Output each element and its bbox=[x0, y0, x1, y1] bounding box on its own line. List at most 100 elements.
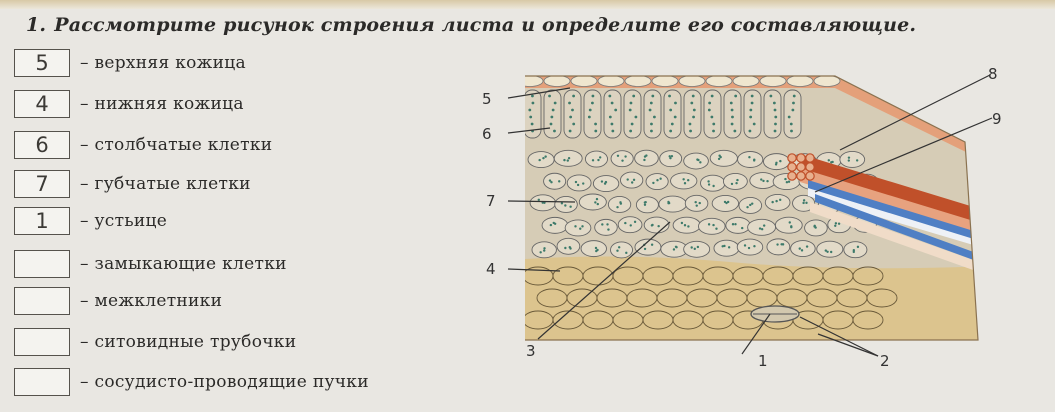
chloroplast bbox=[670, 122, 674, 126]
epidermis-cell bbox=[525, 76, 544, 87]
chloroplast bbox=[758, 227, 762, 230]
chloroplast bbox=[617, 246, 621, 249]
chloroplast bbox=[791, 108, 795, 112]
chloroplast bbox=[574, 180, 578, 184]
palisade-cell bbox=[683, 89, 702, 139]
spongy-cell bbox=[543, 172, 567, 190]
answer-box[interactable] bbox=[14, 368, 70, 396]
chloroplast bbox=[672, 248, 676, 251]
callout-5: 5 bbox=[482, 90, 492, 108]
chloroplast bbox=[715, 227, 718, 230]
callout-4: 4 bbox=[486, 260, 496, 278]
chloroplast bbox=[549, 223, 553, 227]
chloroplast bbox=[747, 246, 751, 250]
leaf-structure-figure: 1 2 3 4 5 6 7 8 9 bbox=[470, 62, 1030, 382]
chloroplast bbox=[553, 129, 556, 133]
chloroplast bbox=[528, 108, 532, 112]
chloroplast bbox=[852, 250, 855, 254]
answer-box[interactable]: 6 bbox=[14, 131, 70, 159]
chloroplast bbox=[680, 221, 684, 225]
chloroplast bbox=[643, 158, 646, 162]
chloroplast bbox=[537, 198, 540, 202]
chloroplast bbox=[717, 157, 721, 161]
chloroplast bbox=[629, 101, 633, 105]
chloroplast bbox=[558, 180, 561, 183]
spongy-cell bbox=[635, 196, 659, 214]
chloroplast bbox=[712, 184, 715, 188]
chloroplast bbox=[610, 101, 614, 105]
chloroplast bbox=[669, 108, 673, 112]
chloroplast bbox=[667, 201, 671, 205]
answer-box[interactable] bbox=[14, 250, 70, 278]
list-item: 7 – губчатые клетки bbox=[14, 169, 454, 199]
chloroplast bbox=[707, 183, 711, 186]
spongy-cell bbox=[580, 240, 607, 258]
answer-box[interactable]: 7 bbox=[14, 170, 70, 198]
chloroplast bbox=[543, 247, 546, 250]
spongy-cell bbox=[698, 217, 726, 235]
palisade-cell bbox=[763, 89, 782, 139]
chloroplast bbox=[687, 225, 690, 228]
chloroplast bbox=[619, 201, 622, 204]
chloroplast bbox=[582, 182, 585, 185]
answer-box[interactable]: 1 bbox=[14, 207, 70, 235]
xylem-ring bbox=[796, 153, 806, 163]
answer-box[interactable] bbox=[14, 328, 70, 356]
list-item: 1 – устьице bbox=[14, 206, 454, 236]
chloroplast bbox=[692, 115, 695, 119]
spongy-cell bbox=[643, 216, 670, 234]
answer-box[interactable] bbox=[14, 287, 70, 315]
chloroplast bbox=[630, 181, 634, 184]
epidermis-cell bbox=[786, 76, 814, 87]
chloroplast bbox=[721, 245, 724, 248]
chloroplast bbox=[694, 200, 697, 204]
chloroplast bbox=[568, 101, 571, 105]
chloroplast bbox=[598, 156, 602, 159]
spongy-cell bbox=[607, 196, 632, 213]
chloroplast bbox=[802, 199, 806, 202]
chloroplast bbox=[827, 159, 830, 162]
epidermis-cell bbox=[678, 76, 706, 87]
callout-3: 3 bbox=[526, 342, 536, 360]
epidermis-cell bbox=[732, 76, 760, 87]
chloroplast bbox=[591, 159, 595, 162]
spongy-cell bbox=[566, 174, 592, 192]
chloroplast bbox=[749, 115, 753, 119]
cell-layers bbox=[525, 76, 898, 330]
chloroplast bbox=[543, 201, 546, 205]
callout-6: 6 bbox=[482, 125, 492, 143]
chloroplast bbox=[682, 178, 685, 181]
leaf-cross-section-diagram: 1 2 3 4 5 6 7 8 9 bbox=[482, 65, 1002, 370]
answer-box[interactable]: 5 bbox=[14, 49, 70, 77]
chloroplast bbox=[563, 158, 566, 162]
palisade-cell bbox=[603, 89, 622, 139]
chloroplast bbox=[725, 201, 728, 205]
chloroplast bbox=[544, 155, 547, 158]
item-label: – межклетники bbox=[80, 291, 223, 311]
spongy-cell bbox=[725, 216, 751, 234]
chloroplast bbox=[569, 205, 572, 208]
item-label: – сосудисто-проводящие пучки bbox=[80, 372, 369, 392]
chloroplast bbox=[650, 224, 654, 227]
chloroplast bbox=[670, 154, 674, 158]
chloroplast bbox=[587, 115, 591, 119]
chloroplast bbox=[673, 115, 677, 119]
chloroplast bbox=[659, 177, 662, 180]
chloroplast bbox=[650, 129, 653, 133]
chloroplast bbox=[695, 204, 698, 207]
chloroplast bbox=[775, 199, 778, 203]
chloroplast bbox=[708, 101, 712, 105]
spongy-cell bbox=[709, 149, 738, 167]
chloroplast bbox=[788, 221, 791, 224]
chloroplast bbox=[608, 115, 612, 119]
answer-box[interactable]: 4 bbox=[14, 90, 70, 118]
chloroplast bbox=[683, 182, 687, 185]
chloroplast bbox=[746, 205, 749, 209]
chloroplast bbox=[576, 183, 580, 187]
chloroplast bbox=[707, 223, 711, 226]
chloroplast bbox=[596, 202, 599, 206]
chloroplast bbox=[624, 221, 627, 225]
chloroplast bbox=[785, 181, 789, 184]
spongy-cell bbox=[672, 216, 701, 234]
chloroplast bbox=[792, 101, 795, 105]
